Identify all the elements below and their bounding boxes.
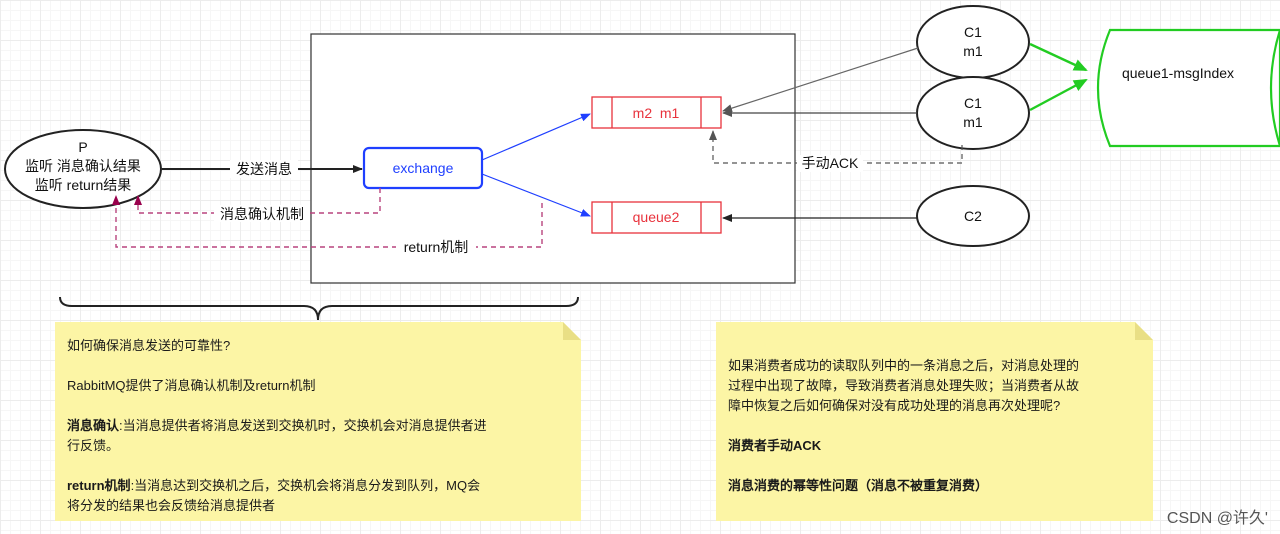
send-edge-label: 发送消息 [236, 161, 292, 177]
note1-confirm-para: 消息确认:当消息提供者将消息发送到交换机时，交换机会对消息提供者进 [67, 416, 571, 436]
msg-index-storage[interactable] [1096, 28, 1280, 148]
note1-confirm-text-1: :当消息提供者将消息发送到交换机时，交换机会对消息提供者进 [119, 418, 487, 433]
manual-ack-edge [709, 130, 963, 164]
consumer-c1-bottom[interactable] [916, 76, 1030, 150]
queue1-node[interactable] [591, 96, 722, 129]
note2-ack: 消费者手动ACK [728, 438, 822, 453]
c1-bottom-to-msgindex-edge [1029, 78, 1088, 112]
note1-return-text-1: :当消息达到交换机之后，交换机会将消息分发到队列，MQ会 [130, 478, 481, 493]
consumer-c1-top[interactable] [916, 5, 1030, 79]
note2-ack-para: 消费者手动ACK [728, 436, 1145, 456]
note1-confirm-title: 消息确认 [67, 418, 120, 433]
note-send-reliability: 如何确保消息发送的可靠性? RabbitMQ提供了消息确认机制及return机制… [55, 322, 581, 521]
msg-index-label: queue1-msgIndex [1122, 65, 1234, 81]
return-edge-label-bg [396, 239, 476, 256]
confirm-edge-label: 消息确认机制 [220, 206, 304, 222]
note2-line-3: 障中恢复之后如何确保对没有成功处理的消息再次处理呢? [728, 398, 1061, 413]
exchange-to-queue2-edge [481, 173, 591, 217]
consumer-c2-label: C2 [964, 208, 982, 224]
exchange-to-queue1-edge [481, 113, 591, 161]
ack-edge-label-bg [797, 155, 863, 172]
exchange-node[interactable] [362, 146, 484, 190]
note1-question: 如何确保消息发送的可靠性? [67, 338, 231, 353]
note1-return-text-2: 将分发的结果也会反馈给消息提供者 [67, 498, 276, 513]
note2-idempotent-para: 消息消费的幂等性问题（消息不被重复消费） [728, 476, 1145, 496]
note1-return-title: return机制 [67, 478, 131, 493]
note1-confirm-text-2: 行反馈。 [67, 438, 120, 453]
consumer-c1-top-label-1: C1 [964, 24, 982, 40]
producer-label-3: 监听 return结果 [35, 177, 131, 193]
producer-label-1: P [78, 139, 87, 155]
return-edge-label: return机制 [404, 239, 469, 255]
msg-index-storage-curve [1269, 29, 1280, 147]
confirm-edge-label-bg [214, 205, 310, 222]
consumer-c2[interactable] [916, 185, 1030, 247]
queue2-label: queue2 [633, 209, 680, 225]
note2-line-1: 如果消费者成功的读取队列中的一条消息之后，对消息处理的 [728, 358, 1080, 373]
exchange-label: exchange [393, 160, 454, 176]
brace [59, 296, 579, 321]
consumer-c1-top-label-2: m1 [963, 43, 983, 59]
ack-edge-label: 手动ACK [802, 155, 859, 171]
note-consumer-ack: 如果消费者成功的读取队列中的一条消息之后，对消息处理的 过程中出现了故障，导致消… [716, 322, 1153, 521]
send-edge-label-bg [230, 160, 298, 178]
c1-top-to-queue1-edge [722, 47, 919, 113]
c1-top-to-msgindex-edge [1029, 42, 1088, 72]
queue2-node[interactable] [591, 201, 722, 234]
return-edge [112, 195, 543, 248]
consumer-c1-bottom-label-2: m1 [963, 114, 983, 130]
note1-return-para: return机制:当消息达到交换机之后，交换机会将消息分发到队列，MQ会 [67, 476, 571, 496]
watermark: CSDN @许久' [1166, 510, 1268, 527]
consumer-c1-bottom-label-1: C1 [964, 95, 982, 111]
producer-label-2: 监听 消息确认结果 [25, 158, 141, 174]
queue1-label: m2 m1 [633, 105, 680, 121]
note1-intro: RabbitMQ提供了消息确认机制及return机制 [67, 378, 316, 393]
note2-line-2: 过程中出现了故障，导致消费者消息处理失败；当消费者从故 [728, 378, 1080, 393]
producer-node[interactable] [4, 129, 162, 209]
note2-idempotent: 消息消费的幂等性问题（消息不被重复消费） [728, 478, 989, 493]
